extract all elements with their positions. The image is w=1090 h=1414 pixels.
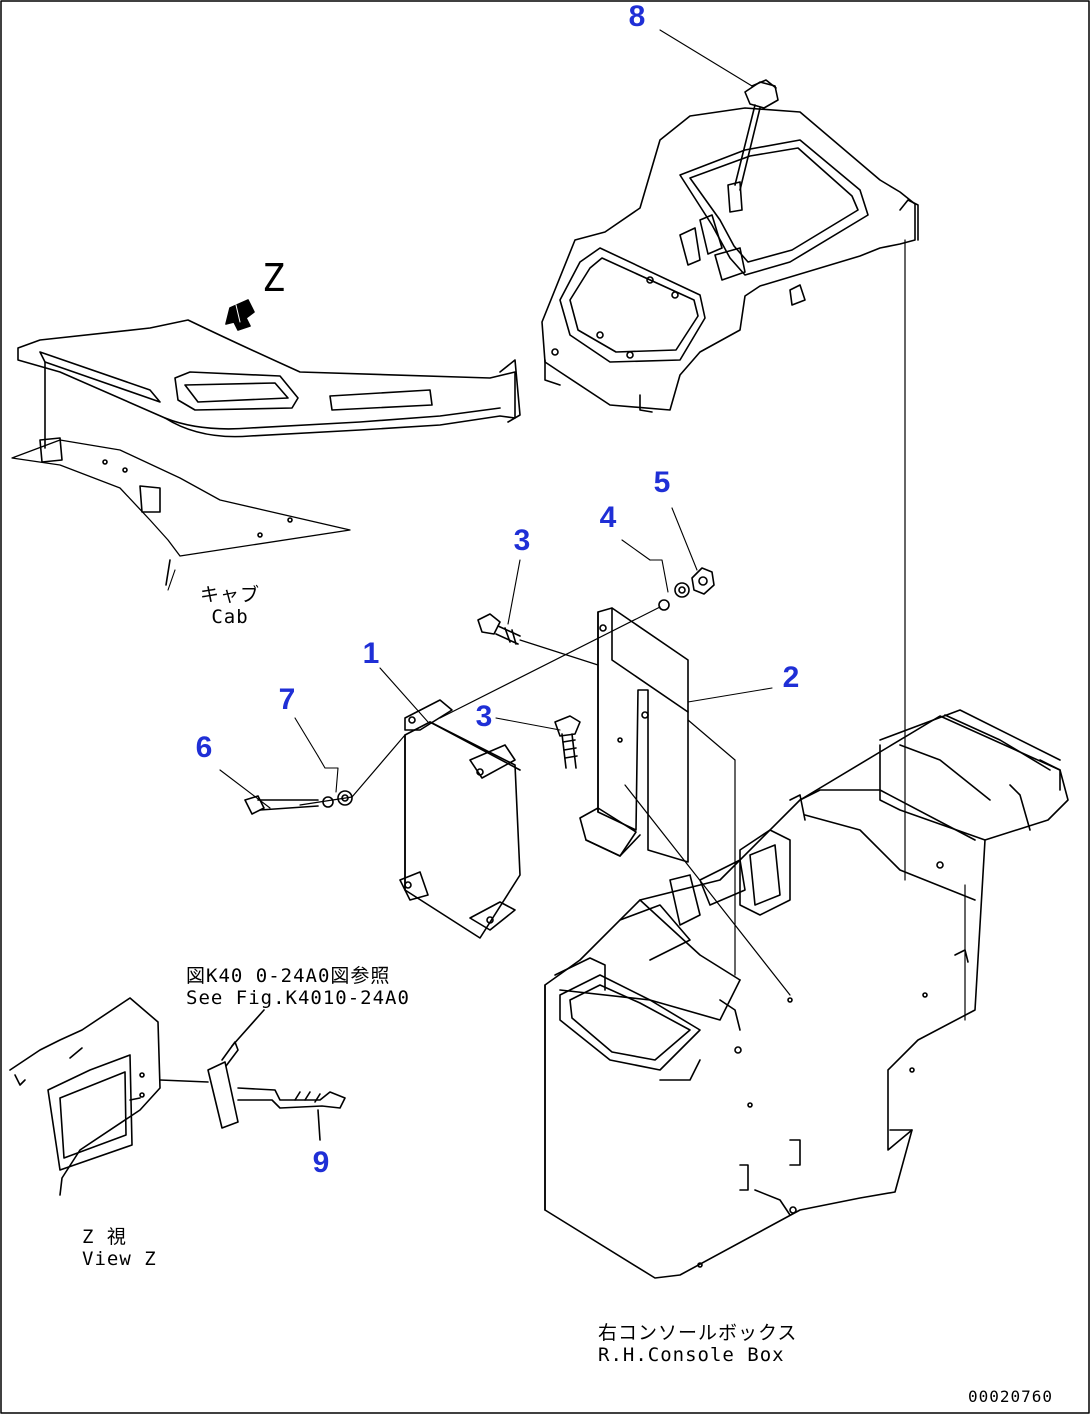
part-5-nut <box>691 567 715 595</box>
see-fig-label-jp: 図K40 0-24A0図参照 <box>186 965 391 987</box>
console-box-label: 右コンソールボックス R.H.Console Box <box>598 1322 797 1366</box>
cab-floor-plate <box>11 319 521 586</box>
cab-label-en: Cab <box>211 606 249 628</box>
callout-9: 9 <box>312 1146 330 1179</box>
callout-3-upper: 3 <box>513 524 531 557</box>
part-6-bolt <box>244 795 319 815</box>
console-box-label-jp: 右コンソールボックス <box>598 1322 798 1344</box>
cab-label: キャブ Cab <box>196 584 264 628</box>
callout-6: 6 <box>195 731 213 764</box>
view-z-arrow-icon <box>225 299 255 331</box>
see-fig-label-en: See Fig.K4010-24A0 <box>186 987 410 1009</box>
part-3-bolt-lower <box>554 715 581 769</box>
leader-lines <box>167 29 773 809</box>
part-3-bolt-upper <box>477 613 521 645</box>
callout-4: 4 <box>599 501 617 534</box>
view-z-detail <box>9 997 346 1196</box>
callout-8: 8 <box>628 0 646 33</box>
part-8-switch <box>727 79 779 213</box>
view-z-letter: Z <box>262 256 286 300</box>
cab-label-jp: キャブ <box>199 584 260 606</box>
drawing-number: 00020760 <box>968 1387 1054 1406</box>
view-z-label: Z 視 View Z <box>82 1226 157 1270</box>
part-1-controller <box>399 699 521 939</box>
console-box <box>544 709 1069 1279</box>
see-fig-label: 図K40 0-24A0図参照 See Fig.K4010-24A0 <box>186 965 410 1009</box>
callout-5: 5 <box>653 466 671 499</box>
console-top-cover <box>541 107 919 413</box>
console-box-label-en: R.H.Console Box <box>598 1344 785 1366</box>
callout-7: 7 <box>278 683 296 716</box>
assembly-lines <box>299 606 791 996</box>
part-2-bracket <box>579 607 689 863</box>
view-z-label-jp: Z 視 <box>82 1226 127 1248</box>
part-4-washers <box>658 582 690 611</box>
view-z-label-en: View Z <box>82 1248 157 1270</box>
callout-1: 1 <box>362 637 380 670</box>
callout-3-lower: 3 <box>475 700 493 733</box>
callout-2: 2 <box>782 661 800 694</box>
